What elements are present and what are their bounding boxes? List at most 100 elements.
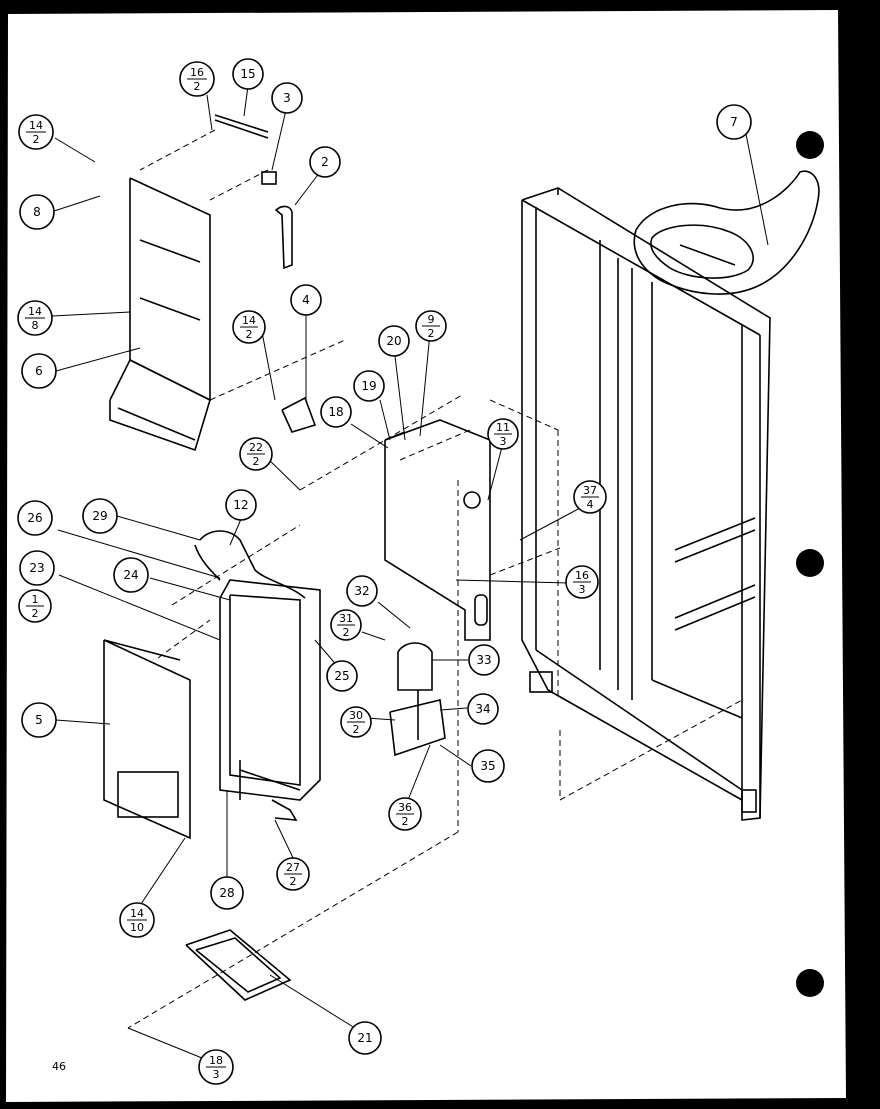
svg-text:8: 8 [33, 205, 41, 219]
callout-15: 15 [232, 58, 264, 90]
callout-14-2-top: 142 [18, 114, 54, 150]
page-number: 46 [52, 1060, 66, 1073]
callout-9-2: 92 [415, 310, 447, 342]
svg-text:5: 5 [35, 713, 43, 727]
callout-29: 29 [82, 498, 118, 534]
svg-text:3: 3 [579, 583, 586, 596]
svg-text:2: 2 [428, 327, 435, 340]
callout-16-2: 162 [179, 61, 215, 97]
svg-text:32: 32 [354, 584, 369, 598]
svg-text:33: 33 [476, 653, 491, 667]
callout-32: 32 [346, 575, 378, 607]
callout-11-3: 113 [487, 418, 519, 450]
fraction-callout-group: 162 142 148 142 92 113 222 374 163 12 31… [17, 61, 607, 1085]
svg-text:9: 9 [428, 313, 435, 326]
evaporator-coil [194, 530, 321, 821]
svg-text:3: 3 [283, 91, 291, 105]
svg-text:37: 37 [583, 484, 597, 497]
svg-text:2: 2 [353, 723, 360, 736]
svg-text:2: 2 [402, 815, 409, 828]
callout-14-2-mid: 142 [232, 310, 266, 344]
svg-text:22: 22 [249, 441, 263, 454]
callout-34: 34 [467, 693, 499, 725]
dispenser-housing [633, 170, 820, 295]
callout-28: 28 [210, 876, 244, 910]
callout-2: 2 [309, 146, 341, 178]
callout-22-2: 222 [239, 437, 273, 471]
svg-text:29: 29 [92, 509, 107, 523]
callout-25: 25 [326, 660, 358, 692]
callout-33: 33 [468, 644, 500, 676]
drain-tray [185, 929, 292, 1001]
callout-26: 26 [17, 500, 53, 536]
svg-text:14: 14 [29, 119, 43, 132]
callout-24: 24 [113, 557, 149, 593]
callout-21: 21 [348, 1021, 382, 1055]
fan-motor-assembly [389, 642, 446, 757]
callout-1-2: 12 [18, 589, 52, 623]
callout-18-3: 183 [198, 1049, 234, 1085]
guide-lines [127, 129, 743, 1029]
callout-12: 12 [225, 489, 257, 521]
callout-36-2: 362 [388, 797, 422, 831]
callout-35: 35 [471, 749, 505, 783]
svg-text:35: 35 [480, 759, 495, 773]
callout-5: 5 [21, 702, 57, 738]
callout-14-8: 148 [17, 300, 53, 336]
svg-text:27: 27 [286, 861, 300, 874]
upper-bracket [214, 114, 293, 270]
svg-text:30: 30 [349, 709, 363, 722]
callout-6: 6 [21, 353, 57, 389]
callout-23: 23 [19, 550, 55, 586]
svg-text:2: 2 [194, 80, 201, 93]
svg-text:16: 16 [190, 66, 204, 79]
svg-text:11: 11 [496, 421, 510, 434]
svg-text:14: 14 [242, 314, 256, 327]
svg-text:1: 1 [32, 593, 39, 606]
svg-text:23: 23 [29, 561, 44, 575]
svg-text:2: 2 [290, 875, 297, 888]
svg-text:18: 18 [328, 405, 343, 419]
callout-19: 19 [353, 370, 385, 402]
svg-text:2: 2 [32, 607, 39, 620]
callout-37-4: 374 [573, 480, 607, 514]
svg-text:14: 14 [28, 305, 42, 318]
callout-4: 4 [290, 284, 322, 316]
callout-8: 8 [19, 194, 55, 230]
svg-text:2: 2 [33, 133, 40, 146]
paper-sheet [6, 10, 846, 1102]
svg-text:31: 31 [339, 612, 353, 625]
svg-text:12: 12 [233, 498, 248, 512]
callout-18: 18 [320, 396, 352, 428]
svg-text:4: 4 [302, 293, 310, 307]
svg-text:3: 3 [213, 1068, 220, 1081]
callout-31-2: 312 [330, 609, 362, 641]
callout-3: 3 [271, 82, 303, 114]
back-panel [103, 639, 191, 840]
svg-text:2: 2 [343, 626, 350, 639]
svg-text:25: 25 [334, 669, 349, 683]
cabinet-shell [521, 187, 771, 821]
callout-30-2: 302 [340, 706, 372, 738]
svg-text:16: 16 [575, 569, 589, 582]
svg-text:3: 3 [500, 435, 507, 448]
svg-text:10: 10 [130, 921, 144, 934]
svg-text:18: 18 [209, 1054, 223, 1067]
svg-text:2: 2 [321, 155, 329, 169]
callout-16-3: 163 [565, 565, 599, 599]
svg-text:36: 36 [398, 801, 412, 814]
svg-text:2: 2 [246, 328, 253, 341]
fan-bracket [281, 396, 317, 433]
drawing-linework [50, 85, 820, 1059]
svg-text:34: 34 [475, 702, 490, 716]
svg-text:15: 15 [240, 67, 255, 81]
punch-hole [796, 969, 824, 997]
punch-hole [796, 549, 824, 577]
svg-text:8: 8 [32, 319, 39, 332]
svg-text:20: 20 [386, 334, 401, 348]
svg-text:21: 21 [357, 1031, 372, 1045]
svg-text:2: 2 [253, 455, 260, 468]
